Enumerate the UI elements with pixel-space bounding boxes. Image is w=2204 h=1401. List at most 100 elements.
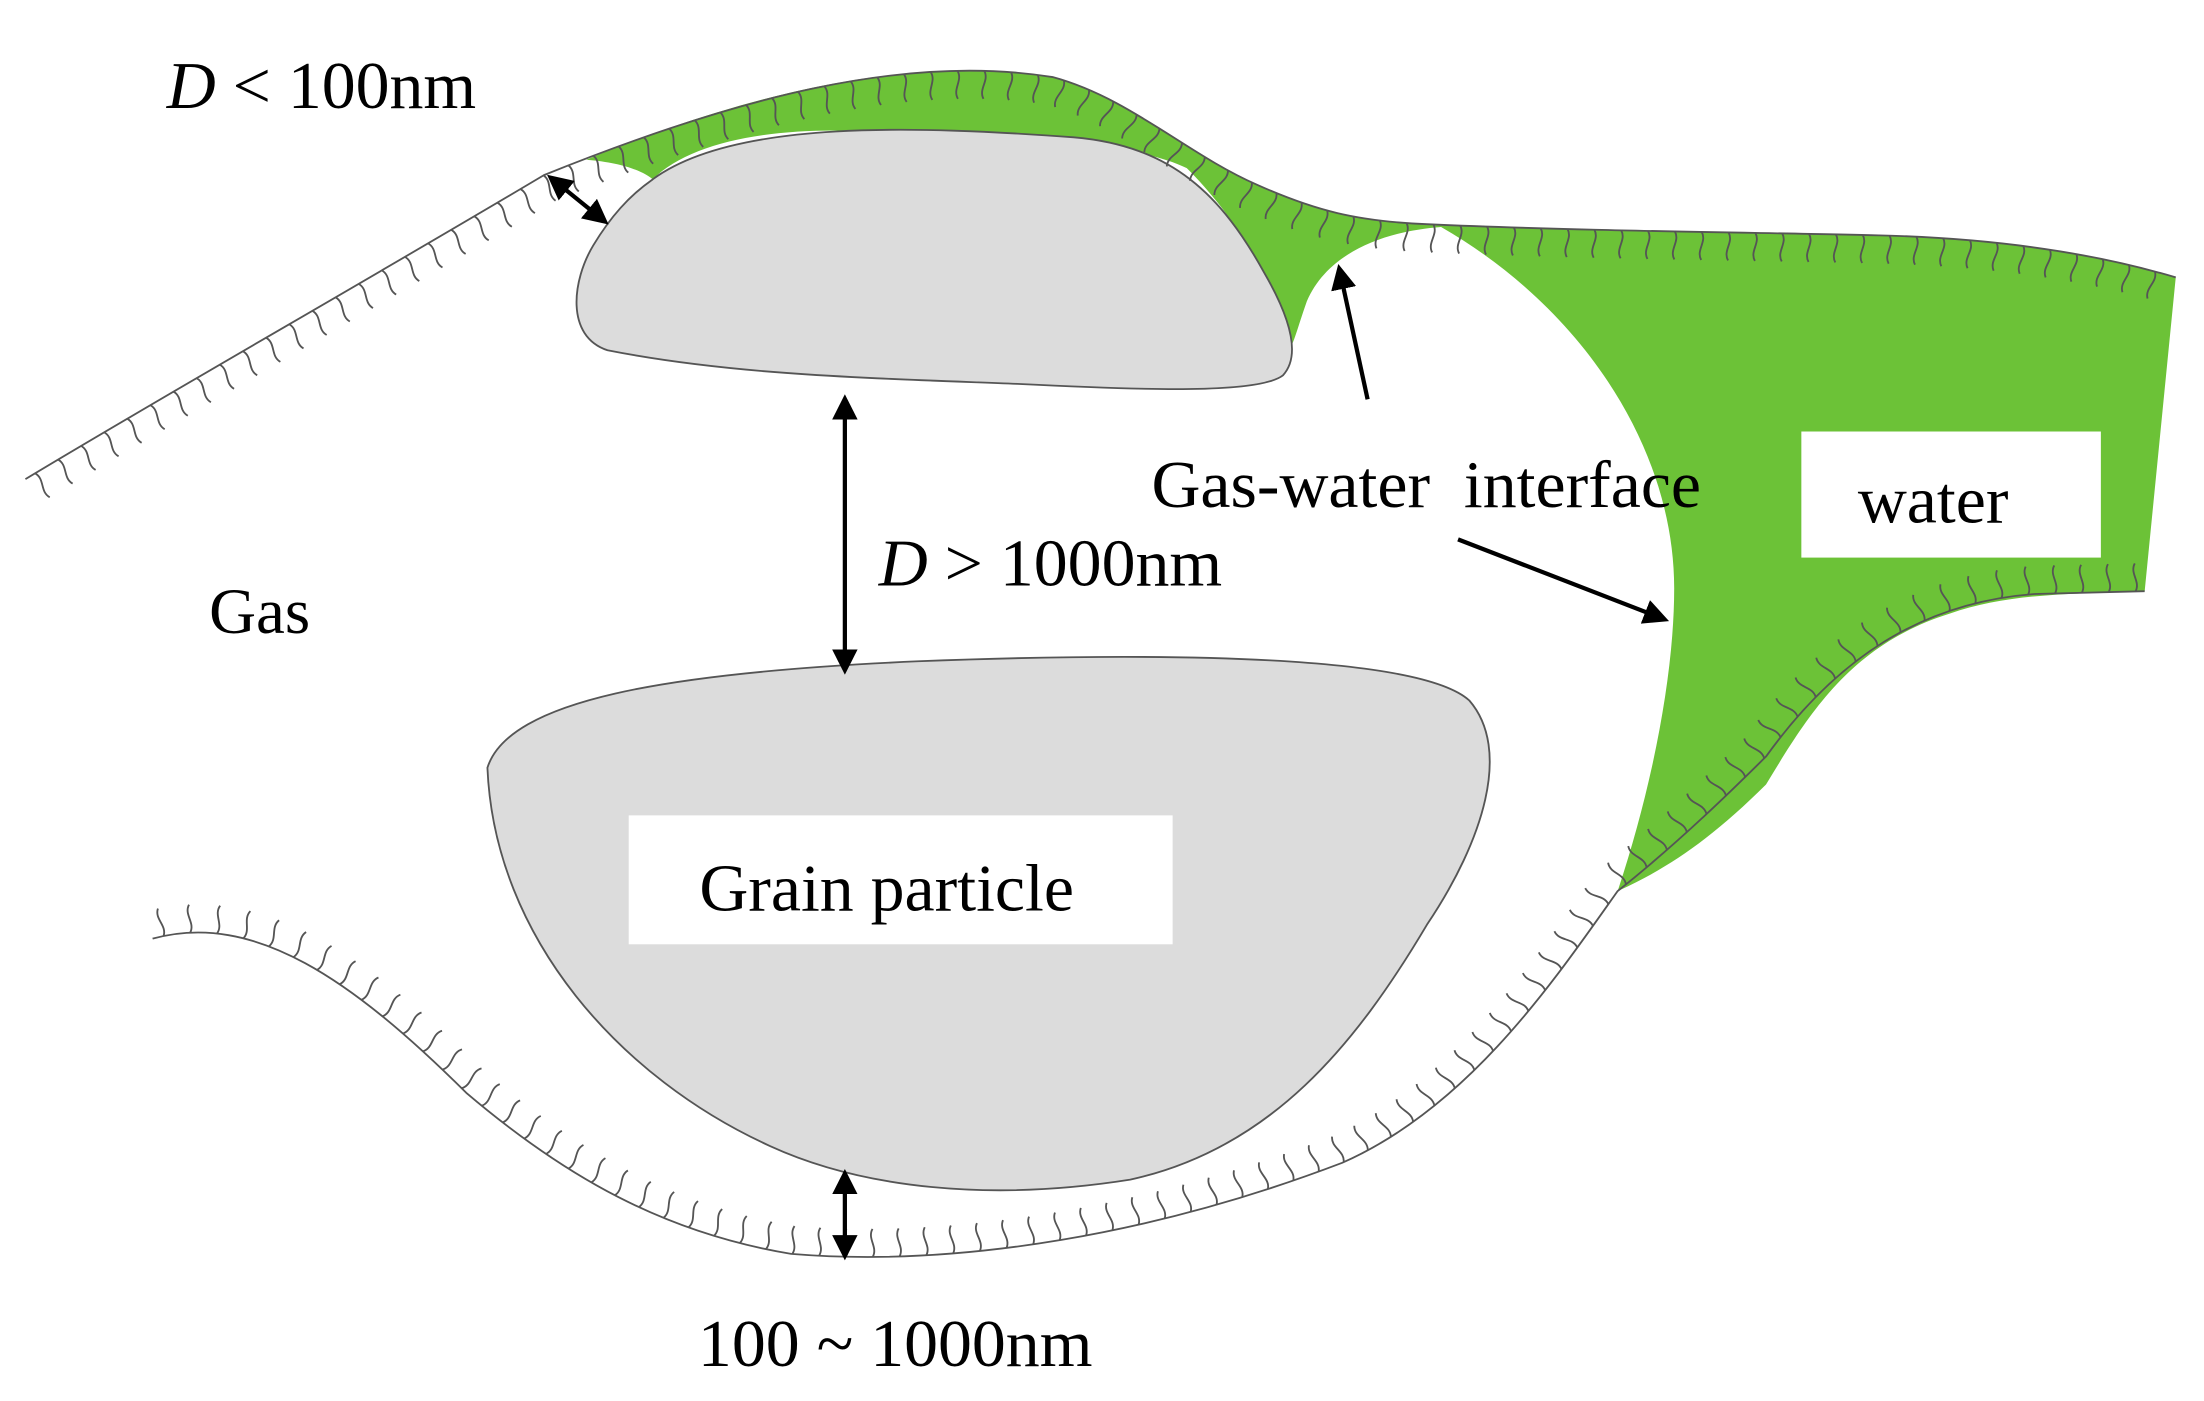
label-gas: Gas [209,575,310,647]
pore-wall-lower [152,590,2145,1258]
wall-hatch-mark [1189,156,1206,182]
wall-hatch-mark [1775,697,1799,718]
wall-hatch-mark [358,283,374,309]
wall-hatch-mark [876,76,882,106]
wall-hatch-mark [1291,202,1303,230]
wall-hatch-mark [1483,226,1490,255]
wall-hatch-mark [242,350,258,377]
wall-hatch-mark [316,945,333,971]
wall-hatch-mark [1402,222,1409,252]
wall-hatch-mark [1453,1049,1476,1071]
wall-hatch-mark [2069,253,2079,282]
wall-hatch-mark [1995,569,2004,599]
wall-hatch-mark [1724,756,1747,778]
wall-hatch-mark [1645,230,1651,260]
wall-hatch-mark [292,931,307,958]
wall-hatch-mark [126,417,143,444]
wall-hatch-mark [1564,228,1570,258]
wall-hatch-mark [265,336,281,363]
wall-hatch-mark [797,91,806,120]
wall-hatch-mark [523,1115,542,1140]
wall-hatch-mark [34,472,51,499]
wall-hatch-mark [481,1083,501,1107]
wall-hatch-mark [1353,1125,1369,1151]
wall-hatch-mark [1912,594,1926,621]
wall-hatch-mark [288,323,305,350]
wall-hatch-mark [1912,236,1919,266]
wall-hatch-mark [1505,992,1530,1012]
wall-hatch-mark [404,256,420,282]
wall-hatch-mark [186,904,193,934]
wall-hatch-mark [1627,845,1648,868]
water-label-box [1801,431,2101,558]
wall-hatch-mark [567,1144,584,1170]
wall-hatch-mark [1239,182,1253,208]
wall-hatch-mark [643,136,654,165]
wall-hatch-mark [713,1208,723,1237]
wall-hatch-mark [268,919,280,948]
arrow-small-pore [547,174,609,225]
label-grain: Grain particle [699,851,1074,926]
wall-hatch-mark [545,1130,563,1155]
wall-hatch-mark [849,80,857,110]
pore-wall-upper [24,69,2177,480]
wall-hatch-mark [1001,1219,1009,1249]
wall-hatch-mark [1232,1170,1244,1198]
wall-hatch-mark [948,1225,956,1254]
wall-hatch-mark [422,1029,443,1053]
wall-hatch-mark [339,960,357,986]
grain-label-box [628,815,1173,945]
wall-hatch-mark [1705,775,1727,797]
wall-hatch-mark [1861,622,1879,647]
wall-hatch-mark [103,431,120,458]
wall-hatch-mark [2043,249,2052,278]
wall-hatch-mark [473,215,490,242]
wall-hatch-mark [1054,80,1066,108]
wall-hatch-mark [1079,1207,1088,1236]
wall-hatch-mark [1165,142,1183,167]
wall-hatch-mark [80,445,97,471]
wall-hatch-mark [519,188,536,214]
wall-hatch-mark [614,1169,629,1197]
label-medium-pore: 100 ~ 1000nm [698,1306,1093,1381]
wall-hatch-mark [1757,719,1782,738]
wall-hatch-mark [1607,862,1627,885]
wall-hatch-mark [1698,231,1705,261]
wall-hatch-mark [1832,233,1839,263]
wall-hatch-mark [1429,224,1436,253]
wall-hatch-mark [1837,639,1857,662]
wall-hatch-mark [638,1180,652,1208]
wall-hatch-mark [590,1157,606,1184]
wall-hatch-mark [1264,192,1278,220]
wall-hatch-mark [745,104,755,133]
wall-hatch-mark [1130,1197,1141,1225]
wall-hatch-mark [823,85,831,115]
wall-hatch-mark [1099,101,1115,127]
wall-hatch-mark [1456,225,1463,254]
wall-hatch-mark [1806,233,1812,263]
wall-hatch-mark [219,363,235,390]
wall-hatch-mark [461,1067,482,1090]
wall-hatch-mark [1794,677,1817,698]
wall-hatch-mark [1027,1216,1035,1245]
wall-hatch-mark [172,390,189,417]
wall-hatch-mark [1488,1012,1512,1032]
wall-hatch-mark [1121,114,1138,139]
wall-hatch-mark [738,1215,748,1244]
wall-hatch-mark [1510,227,1517,256]
wall-hatch-mark [1283,1153,1295,1181]
arrow-interface-lower [1457,537,1670,624]
wall-hatch-mark [817,1227,822,1257]
wall-hatch-mark [1647,828,1668,851]
wall-hatch-mark [1346,216,1355,245]
wall-hatch-mark [2146,271,2157,299]
wall-hatch-mark [668,127,679,156]
wall-hatch-mark [1666,811,1688,833]
wall-hatch-mark [1318,210,1329,238]
wall-hatch-mark [896,1227,902,1257]
label-water: water [1858,463,2009,538]
wall-hatch-mark [693,119,704,148]
wall-hatch-mark [1415,1083,1436,1106]
wall-hatch-mark [687,1200,699,1229]
wall-hatch-mark [791,1225,796,1255]
